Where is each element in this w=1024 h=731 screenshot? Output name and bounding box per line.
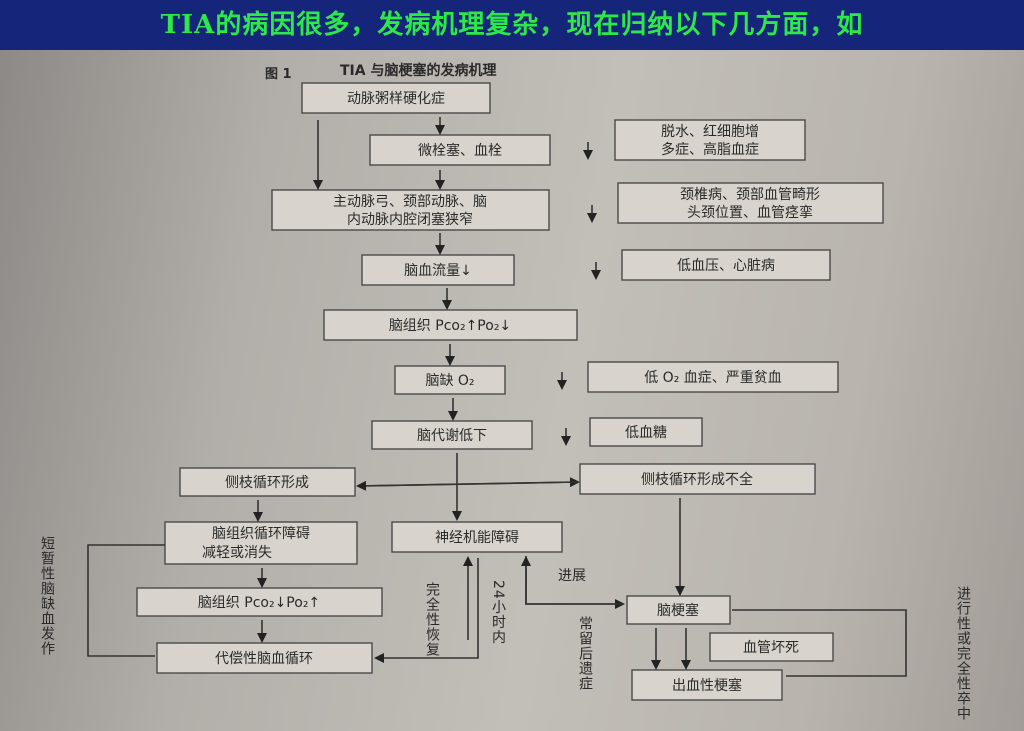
box-tissue-gas-2: 脑组织 Pco₂↓Po₂↑ [136, 587, 383, 617]
connector-arrows [87, 117, 907, 677]
svg-text:多症、高脂血症: 多症、高脂血症 [661, 141, 759, 158]
box-collateral-incomplete: 侧枝循环形成不全 [579, 463, 816, 495]
svg-text:脑代谢低下: 脑代谢低下 [417, 428, 487, 444]
svg-text:脑梗塞: 脑梗塞 [657, 602, 699, 619]
slide-title: TIA的病因很多，发病机理复杂，现在归纳以下几方面，如 [160, 10, 864, 40]
svg-text:脑组织 Pco₂↑Po₂↓: 脑组织 Pco₂↑Po₂↓ [389, 318, 511, 334]
svg-text:脑组织循环障碍: 脑组织循环障碍 [212, 526, 310, 542]
svg-text:脱水、红细胞增: 脱水、红细胞增 [661, 124, 759, 140]
box-neuro: 神经机能障碍 [391, 521, 563, 553]
box-ischemia: 脑缺 O₂ [394, 365, 506, 395]
box-necrosis: 血管坏死 [709, 632, 834, 662]
svg-text:微栓塞、血栓: 微栓塞、血栓 [418, 142, 502, 159]
box-metabolism: 脑代谢低下 [371, 420, 533, 450]
label-within-24h: 24小时内 [490, 580, 506, 645]
box-hypoglycemia: 低血糖 [589, 417, 703, 447]
box-circ-reduced: 脑组织循环障碍 减轻或消失 [164, 521, 358, 565]
svg-text:出血性梗塞: 出血性梗塞 [672, 677, 742, 694]
box-atherosclerosis: 动脉粥样硬化症 [301, 82, 491, 114]
label-progress: 进展 [558, 568, 586, 584]
box-blood-flow: 脑血流量↓ [361, 254, 515, 286]
svg-text:脑缺 O₂: 脑缺 O₂ [425, 373, 474, 389]
svg-text:头颈位置、血管痉挛: 头颈位置、血管痉挛 [687, 204, 813, 221]
svg-text:代偿性脑血循环: 代偿性脑血循环 [215, 651, 313, 667]
label-stroke-right: 进行性或完全性卒中 [955, 586, 971, 721]
box-microembolus: 微栓塞、血栓 [369, 134, 551, 166]
box-collateral: 侧枝循环形成 [179, 467, 356, 497]
svg-text:侧枝循环形成不全: 侧枝循环形成不全 [641, 471, 753, 488]
box-hypotension: 低血压、心脏病 [621, 249, 831, 281]
box-stenosis: 主动脉弓、颈部动脉、脑 内动脉内腔闭塞狭窄 [271, 189, 550, 231]
box-hypoxemia: 低 O₂ 血症、严重贫血 [587, 361, 839, 393]
svg-text:血管坏死: 血管坏死 [743, 640, 799, 656]
svg-text:低血糖: 低血糖 [625, 425, 667, 441]
svg-text:颈椎病、颈部血管畸形: 颈椎病、颈部血管畸形 [680, 187, 820, 203]
figure-caption: TIA 与脑梗塞的发病机理 [340, 62, 496, 79]
svg-text:内动脉内腔闭塞狭窄: 内动脉内腔闭塞狭窄 [347, 211, 473, 228]
svg-text:减轻或消失: 减轻或消失 [202, 545, 272, 561]
svg-text:低 O₂ 血症、严重贫血: 低 O₂ 血症、严重贫血 [644, 370, 782, 386]
svg-text:低血压、心脏病: 低血压、心脏病 [677, 258, 775, 274]
box-hemorrhagic: 出血性梗塞 [631, 669, 783, 701]
label-sequelae: 常留后遗症 [577, 616, 593, 691]
svg-text:脑血流量↓: 脑血流量↓ [404, 263, 472, 279]
svg-text:主动脉弓、颈部动脉、脑: 主动脉弓、颈部动脉、脑 [333, 194, 487, 210]
box-infarction: 脑梗塞 [626, 595, 731, 625]
box-compensatory: 代偿性脑血循环 [156, 642, 373, 674]
svg-text:脑组织 Pco₂↓Po₂↑: 脑组织 Pco₂↓Po₂↑ [198, 595, 320, 611]
svg-text:侧枝循环形成: 侧枝循环形成 [225, 475, 309, 491]
figure-photo: 图 1 TIA 与脑梗塞的发病机理 动脉粥样硬化症 微栓塞、血栓 脱水、红细胞增… [0, 50, 1024, 731]
figure-label: 图 1 [265, 67, 292, 82]
label-full-recovery: 完全性恢复 [424, 582, 440, 657]
box-cervical: 颈椎病、颈部血管畸形 头颈位置、血管痉挛 [617, 182, 884, 224]
box-dehydration: 脱水、红细胞增 多症、高脂血症 [614, 119, 806, 161]
box-tissue-gas: 脑组织 Pco₂↑Po₂↓ [323, 309, 578, 341]
svg-text:动脉粥样硬化症: 动脉粥样硬化症 [347, 90, 445, 107]
flowchart: 图 1 TIA 与脑梗塞的发病机理 动脉粥样硬化症 微栓塞、血栓 脱水、红细胞增… [39, 62, 971, 721]
label-tia-left: 短暂性脑缺血发作 [39, 536, 55, 656]
svg-text:神经机能障碍: 神经机能障碍 [435, 530, 519, 546]
